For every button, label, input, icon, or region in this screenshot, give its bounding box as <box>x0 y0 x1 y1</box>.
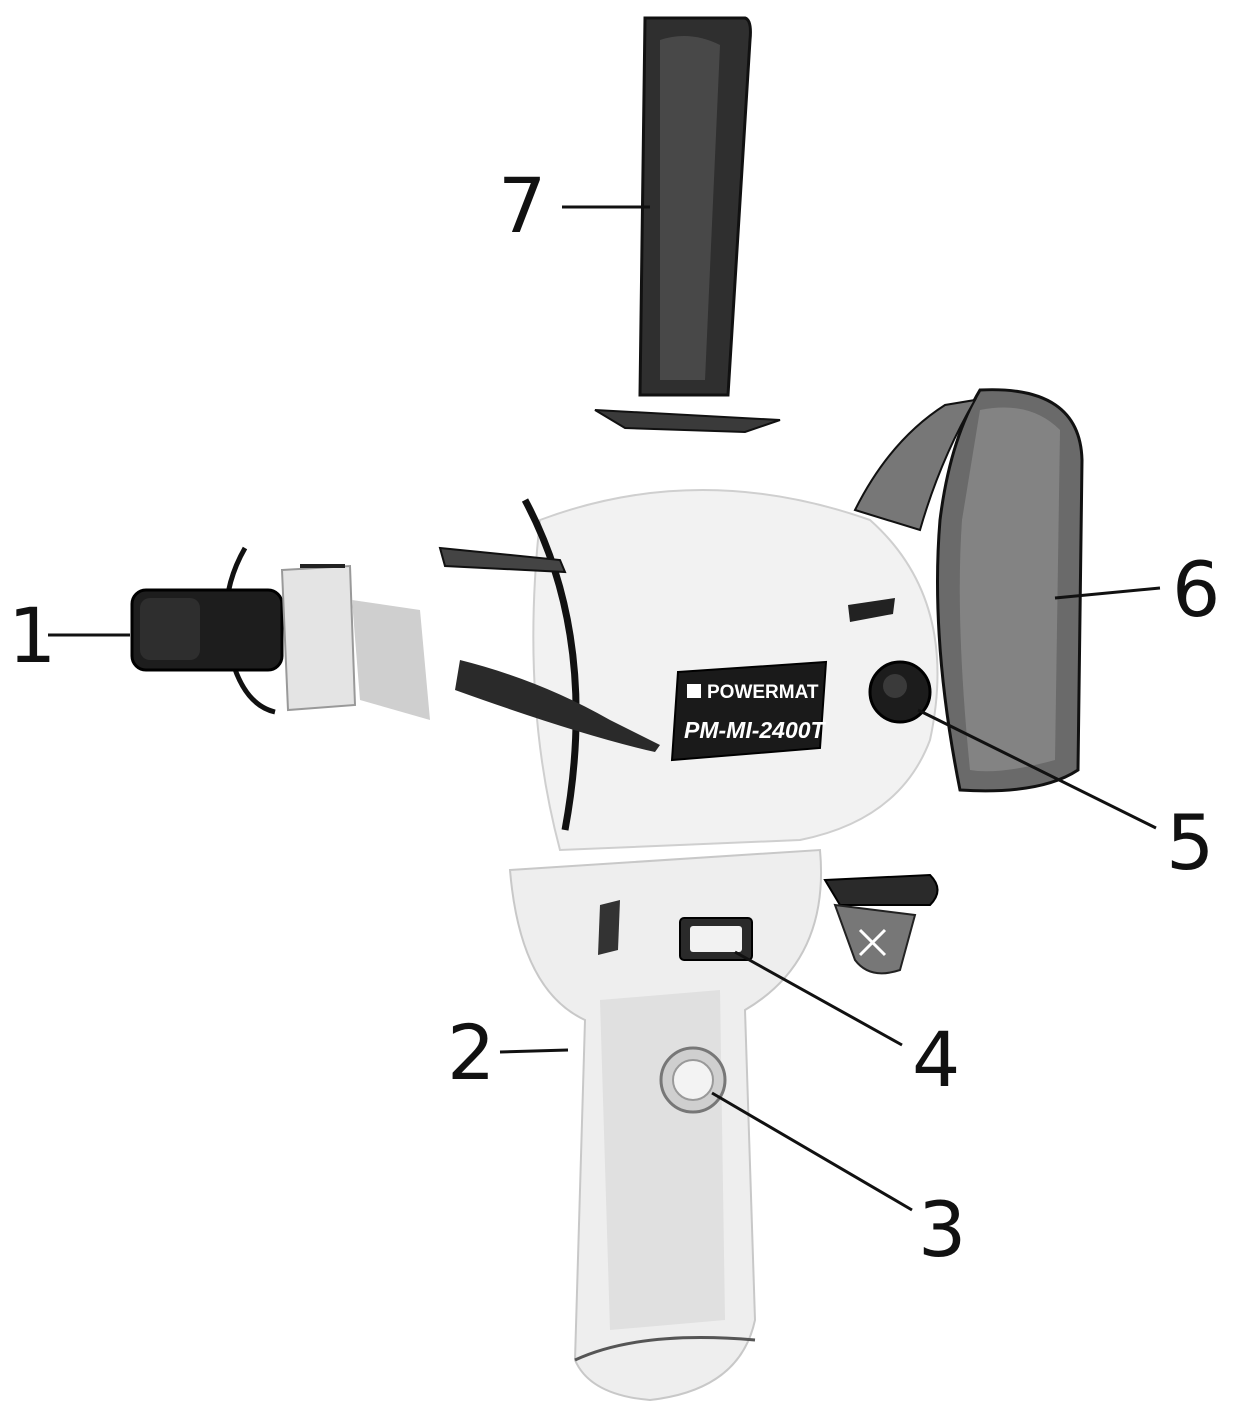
callout-7: 7 <box>498 161 547 250</box>
callout-1: 1 <box>8 591 57 680</box>
brand-logo-icon <box>687 684 701 698</box>
callout-3: 3 <box>918 1185 967 1274</box>
leader-line-6 <box>1054 586 1161 600</box>
motor-housing <box>438 489 939 852</box>
leader-line-5 <box>917 708 1157 830</box>
leader-line-4 <box>734 950 903 1047</box>
cord-guard <box>823 873 939 975</box>
callout-4: 4 <box>912 1015 961 1104</box>
leader-lines <box>48 205 1161 1212</box>
trigger-switch <box>659 1046 727 1114</box>
spindle-chuck <box>130 546 430 720</box>
callout-6: 6 <box>1172 545 1221 634</box>
side-handle <box>594 16 781 434</box>
gear-selector-knob <box>868 660 932 724</box>
rear-grip <box>853 388 1084 793</box>
main-handle <box>508 848 822 1402</box>
callout-2: 2 <box>447 1008 496 1097</box>
brand-name: POWERMAT <box>707 682 819 703</box>
callout-5: 5 <box>1166 798 1215 887</box>
leader-line-2 <box>499 1048 569 1054</box>
lock-button <box>679 917 753 961</box>
leader-line-3 <box>711 1091 913 1212</box>
brand-plate: POWERMAT PM-MI-2400T <box>670 660 828 762</box>
model-name: PM-MI-2400T <box>684 717 827 743</box>
